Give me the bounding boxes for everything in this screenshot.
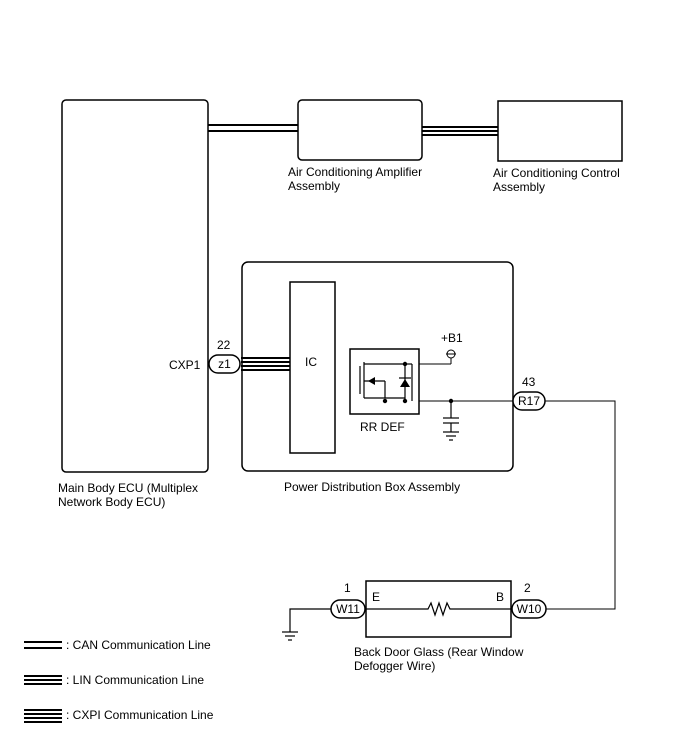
ac-amplifier-label-line1: Air Conditioning Amplifier: [288, 165, 422, 179]
legend-lin-line: [24, 675, 62, 685]
lin-line-amplifier-to-control: [422, 126, 498, 136]
ac-control-box: [497, 100, 623, 162]
main-ecu-label-line2: Network Body ECU): [58, 495, 165, 509]
ac-control-label-line1: Air Conditioning Control: [493, 166, 620, 180]
w11-connector-label: W11: [336, 602, 360, 616]
w11-pin-number: 1: [344, 581, 351, 595]
can-line-ecu-to-amplifier: [208, 124, 298, 132]
power-box-label: Power Distribution Box Assembly: [284, 480, 460, 494]
wire-r17-to-w10: [545, 400, 616, 610]
legend-can-label: : CAN Communication Line: [66, 638, 211, 652]
legend-lin-label: : LIN Communication Line: [66, 673, 204, 687]
cxpi-line-ecu-to-ic: [241, 357, 290, 371]
ac-amplifier-label-line2: Assembly: [288, 179, 340, 193]
terminal-b-label: B: [496, 590, 504, 604]
b1-supply-label: +B1: [441, 331, 463, 345]
ac-control-label-line2: Assembly: [493, 180, 545, 194]
junction-dot: [402, 398, 408, 404]
terminal-e-label: E: [372, 590, 380, 604]
r17-connector-label: R17: [518, 394, 540, 408]
cxp1-connector-label: CXP1: [169, 358, 201, 372]
main-body-ecu-box: [61, 99, 209, 473]
legend-cxpi-line: [24, 709, 62, 723]
r17-pin-number: 43: [522, 375, 536, 389]
junction-dot: [382, 398, 388, 404]
legend-cxpi-label: : CXPI Communication Line: [66, 708, 214, 722]
w10-connector-label: W10: [517, 602, 542, 616]
ic-label: IC: [305, 355, 317, 369]
ic-block: [289, 281, 336, 454]
mosfet-arrow: [368, 377, 375, 385]
z1-connector-label: z1: [218, 357, 231, 371]
mosfet-symbol: [359, 362, 413, 401]
z1-pin-number: 22: [217, 338, 231, 352]
rr-def-label: RR DEF: [360, 420, 405, 434]
back-door-glass-label-line2: Defogger Wire): [354, 659, 435, 673]
diode-symbol: [400, 379, 410, 387]
ground-symbol: [282, 608, 331, 641]
junction-dot: [402, 361, 408, 367]
legend-can-line: [24, 641, 62, 649]
rr-def-relay-box: [349, 348, 420, 415]
back-door-glass-label-line1: Back Door Glass (Rear Window: [354, 645, 524, 659]
defogger-resistor: [366, 601, 511, 617]
capacitor-ground: [443, 401, 459, 441]
w10-pin-number: 2: [524, 581, 531, 595]
z1-connector: [208, 354, 241, 374]
ac-amplifier-box: [297, 99, 423, 161]
main-ecu-label-line1: Main Body ECU (Multiplex: [58, 481, 198, 495]
w10-connector: [511, 599, 547, 619]
